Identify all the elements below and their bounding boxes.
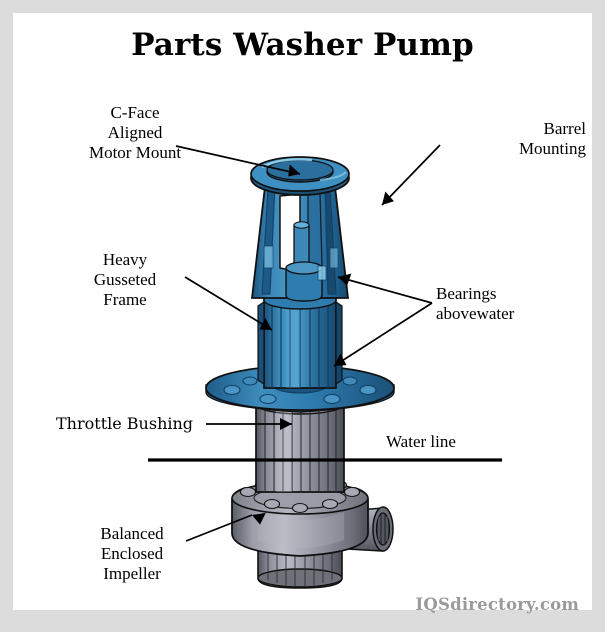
label-barrel-mounting: Barrel Mounting bbox=[438, 119, 586, 159]
label-line: Motor Mount bbox=[88, 143, 182, 162]
label-line: Heavy bbox=[102, 250, 148, 269]
label-line: Water line bbox=[386, 432, 456, 451]
label-water-line: Water line bbox=[386, 432, 516, 452]
label-line: Enclosed bbox=[100, 544, 164, 563]
label-balanced-enclosed-impeller: Balanced Enclosed Impeller bbox=[56, 524, 208, 584]
plate-bolt-bosses bbox=[223, 376, 377, 405]
upper-bearing-housing bbox=[285, 221, 327, 302]
leader-c-face bbox=[175, 145, 301, 175]
label-line: Impeller bbox=[103, 564, 161, 583]
leader-bearings-upper bbox=[337, 276, 433, 304]
leader-arrowheads bbox=[252, 164, 394, 525]
label-throttle-bushing: Throttle Bushing bbox=[56, 414, 206, 434]
pump-casing-volute bbox=[231, 480, 394, 557]
leader-bearings-lower bbox=[333, 302, 433, 367]
heavy-gusseted-frame bbox=[257, 297, 343, 389]
leader-lines bbox=[175, 144, 441, 542]
label-line: Frame bbox=[103, 290, 147, 309]
leader-heavy-gusseted-frame bbox=[184, 276, 273, 331]
c-face-aligned-motor-mount bbox=[250, 156, 350, 302]
label-line: Gusseted bbox=[93, 270, 157, 289]
label-line: Balanced bbox=[100, 524, 164, 543]
label-line: Throttle Bushing bbox=[56, 414, 194, 433]
label-line: Barrel bbox=[543, 119, 586, 138]
label-line: abovewater bbox=[436, 304, 515, 323]
label-heavy-gusseted-frame: Heavy Gusseted Frame bbox=[60, 250, 190, 310]
page-title: Parts Washer Pump bbox=[131, 27, 474, 63]
label-line: C-Face bbox=[110, 103, 160, 122]
label-line: Mounting bbox=[518, 139, 586, 158]
label-bearings-abovewater: Bearings abovewater bbox=[436, 284, 586, 324]
label-line: Aligned bbox=[107, 123, 163, 142]
pump-assembly bbox=[205, 156, 395, 589]
watermark-iqsdirectory: IQSdirectory.com bbox=[415, 595, 579, 614]
label-line: Bearings bbox=[436, 284, 497, 303]
leader-impeller bbox=[185, 514, 253, 542]
label-c-face-aligned-motor-mount: C-Face Aligned Motor Mount bbox=[60, 103, 210, 163]
leader-barrel-mounting bbox=[381, 144, 441, 206]
